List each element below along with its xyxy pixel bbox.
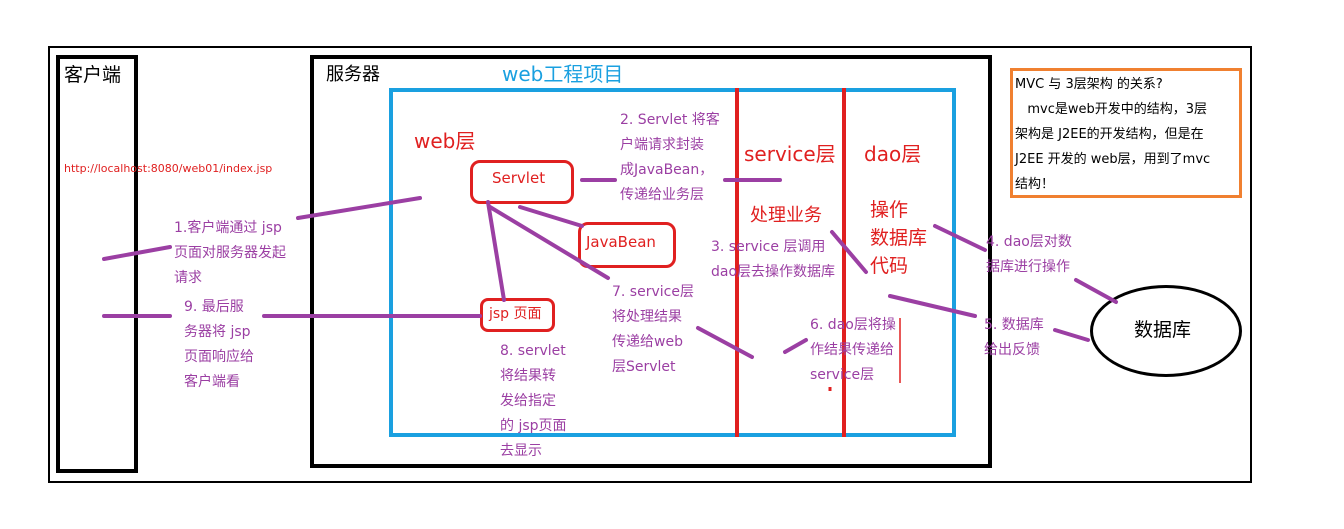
step-5: 5. 数据库 给出反馈 — [984, 317, 1044, 358]
database-ellipse — [1090, 285, 1242, 377]
web-project-title: web工程项目 — [502, 62, 624, 86]
javabean-label: JavaBean — [586, 233, 656, 251]
connector-4a — [933, 224, 987, 252]
connector-6a — [783, 338, 808, 354]
step-1: 1.客户端通过 jsp 页面对服务器发起 请求 — [174, 220, 286, 286]
step-3: 3. service 层调用 dao层去操作数据库 — [711, 239, 836, 280]
connector-servlet-javabean — [518, 205, 584, 228]
connector-3 — [830, 230, 868, 274]
connector-5a — [888, 294, 977, 318]
client-title: 客户端 — [64, 64, 122, 86]
mvc-note-box — [1010, 68, 1242, 198]
service-layer-title: service层 — [744, 142, 836, 166]
mvc-note-text: MVC 与 3层架构 的关系? mvc是web开发中的结构，3层 架构是 J2E… — [1015, 77, 1211, 192]
step-4: 4. dao层对数 据库进行操作 — [986, 234, 1072, 275]
step-8: 8. servlet 将结果转 发给指定 的 jsp页面 去显示 — [500, 343, 567, 459]
dao-operation-text: 操作 数据库 代码 — [870, 199, 928, 277]
jsp-page-label: jsp 页面 — [489, 306, 542, 322]
client-url: http://localhost:8080/web01/index.jsp — [64, 162, 273, 175]
step-6: 6. dao层将操 作结果传递给 service层 — [810, 317, 896, 383]
connector-5b — [1053, 328, 1090, 342]
servlet-box — [470, 160, 574, 204]
step-9: 9. 最后服 务器将 jsp 页面响应给 客户端看 — [184, 299, 254, 390]
step-2: 2. Servlet 将客 户端请求封装 成JavaBean， 传递给业务层 — [620, 112, 720, 203]
web-layer-title: web层 — [414, 129, 476, 153]
step-7: 7. service层 将处理结果 传递给web 层Servlet — [612, 284, 694, 375]
connector-1a — [102, 245, 172, 261]
connector-7a — [488, 205, 610, 280]
service-layer-divider — [735, 88, 739, 437]
service-business-text: 处理业务 — [750, 205, 822, 226]
client-box — [56, 55, 138, 473]
outer-frame — [48, 46, 1252, 483]
connector-1b — [296, 196, 422, 220]
database-label: 数据库 — [1134, 319, 1192, 341]
servlet-label: Servlet — [492, 169, 546, 187]
web-project-box — [389, 88, 956, 437]
server-box — [310, 55, 992, 468]
connector-servlet-jsp — [486, 200, 506, 302]
server-title: 服务器 — [326, 64, 380, 85]
connector-4b — [1074, 278, 1118, 304]
dao-layer-divider — [842, 88, 846, 437]
dao-layer-title: dao层 — [864, 142, 922, 166]
javabean-box — [578, 222, 676, 268]
connector-7b — [696, 326, 754, 359]
